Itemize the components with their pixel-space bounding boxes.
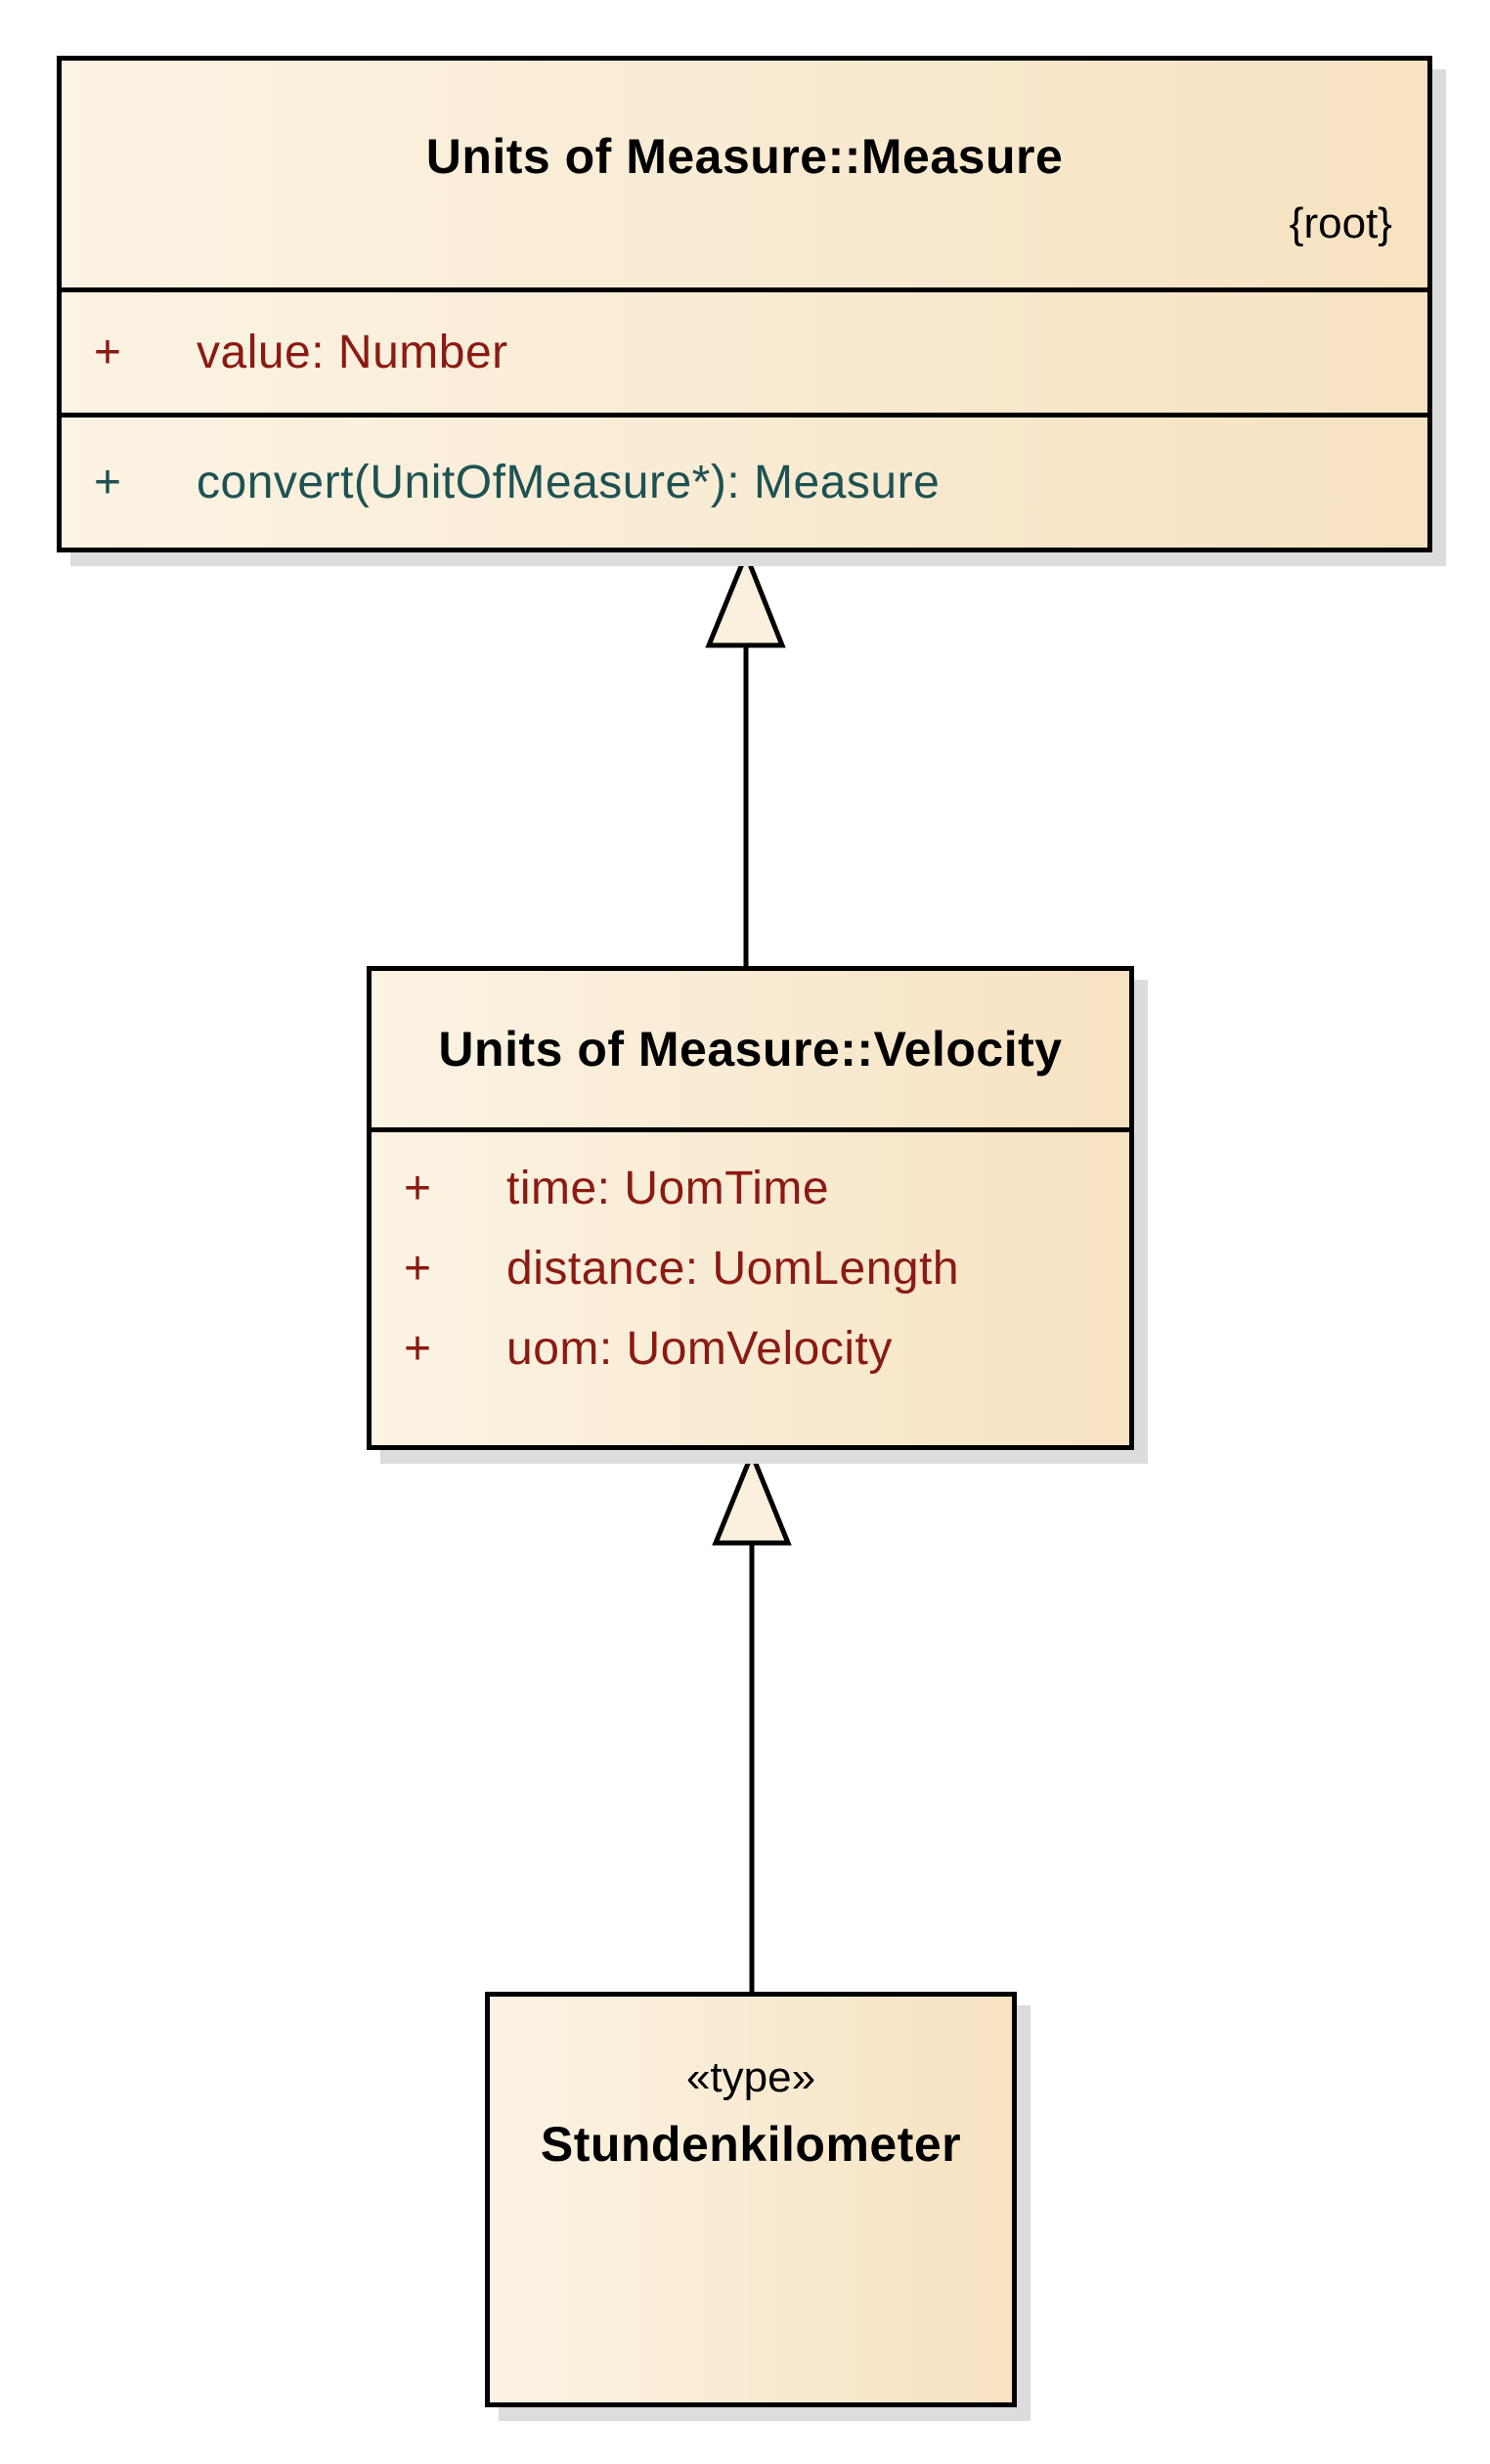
generalization-stundenkilometer-to-velocity[interactable]: [712, 1447, 792, 1997]
attribute-row: + uom: UomVelocity: [372, 1308, 1129, 1388]
visibility-symbol: +: [404, 1322, 432, 1375]
operation-text: convert(UnitOfMeasure*): Measure: [197, 457, 941, 508]
attribute-row: + value: Number: [62, 326, 1427, 379]
attribute-text: uom: UomVelocity: [506, 1322, 893, 1375]
class-measure-attributes: + value: Number: [62, 287, 1427, 413]
attribute-row: + distance: UomLength: [372, 1228, 1129, 1308]
hollow-triangle-arrowhead: [712, 1447, 792, 1546]
visibility-symbol: +: [94, 327, 122, 378]
class-measure-operations: + convert(UnitOfMeasure*): Measure: [62, 413, 1427, 548]
class-stundenkilometer[interactable]: «type» Stundenkilometer: [485, 1992, 1017, 2407]
class-stundenkilometer-header: «type» Stundenkilometer: [490, 1997, 1012, 2402]
root-property-tag: {root}: [1289, 199, 1392, 247]
class-measure-header: Units of Measure::Measure {root}: [62, 61, 1427, 287]
class-velocity-header: Units of Measure::Velocity: [372, 971, 1129, 1127]
hollow-triangle-arrowhead: [705, 548, 786, 648]
operation-row: + convert(UnitOfMeasure*): Measure: [62, 456, 1427, 509]
class-name: Units of Measure::Measure: [425, 129, 1064, 184]
visibility-symbol: +: [404, 1242, 432, 1295]
class-name: Stundenkilometer: [540, 2117, 962, 2172]
attribute-text: distance: UomLength: [506, 1242, 960, 1295]
class-name: Units of Measure::Velocity: [438, 1022, 1063, 1077]
generalization-velocity-to-measure[interactable]: [705, 548, 786, 970]
class-velocity-attributes: + time: UomTime + distance: UomLength + …: [372, 1127, 1129, 1445]
class-velocity[interactable]: Units of Measure::Velocity + time: UomTi…: [367, 966, 1134, 1450]
attribute-row: + time: UomTime: [372, 1148, 1129, 1228]
visibility-symbol: +: [404, 1162, 432, 1214]
stereotype-label: «type»: [685, 2053, 816, 2101]
class-measure[interactable]: Units of Measure::Measure {root} + value…: [57, 56, 1432, 552]
attribute-text: value: Number: [197, 327, 508, 378]
visibility-symbol: +: [94, 457, 122, 508]
attribute-text: time: UomTime: [506, 1162, 830, 1214]
